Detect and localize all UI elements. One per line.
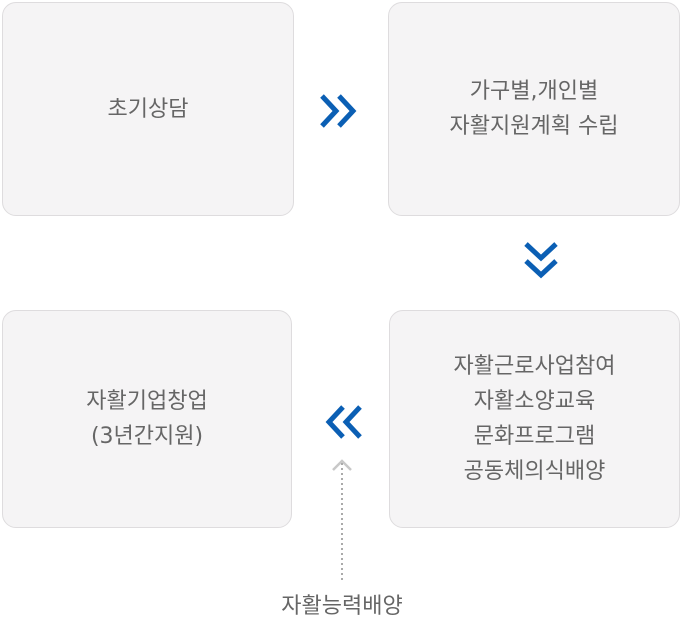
step-label: 가구별,개인별 bbox=[469, 79, 599, 104]
step-self-support-programs: 자활근로사업참여 자활소양교육 문화프로그램 공동체의식배양 bbox=[389, 310, 680, 528]
step-enterprise-startup: 자활기업창업 (3년간지원) bbox=[2, 310, 292, 528]
step-label: 자활기업창업 bbox=[86, 389, 208, 414]
step-support-plan: 가구별,개인별 자활지원계획 수립 bbox=[388, 2, 680, 216]
capability-building-label: 자활능력배양 bbox=[281, 594, 403, 619]
step-label: 공동체의식배양 bbox=[463, 459, 606, 484]
double-chevron-down-icon bbox=[524, 242, 558, 279]
dotted-up-arrow-icon bbox=[332, 459, 352, 580]
double-chevron-right-icon bbox=[320, 94, 357, 128]
step-label: 문화프로그램 bbox=[473, 424, 596, 449]
step-label: 자활근로사업참여 bbox=[453, 354, 616, 379]
step-initial-consultation: 초기상담 bbox=[2, 2, 294, 216]
double-chevron-left-icon bbox=[325, 405, 362, 439]
step-label: (3년간지원) bbox=[90, 424, 204, 449]
step-label: 초기상담 bbox=[107, 96, 189, 122]
step-label: 자활지원계획 수립 bbox=[449, 114, 619, 139]
step-label: 자활소양교육 bbox=[473, 389, 596, 414]
